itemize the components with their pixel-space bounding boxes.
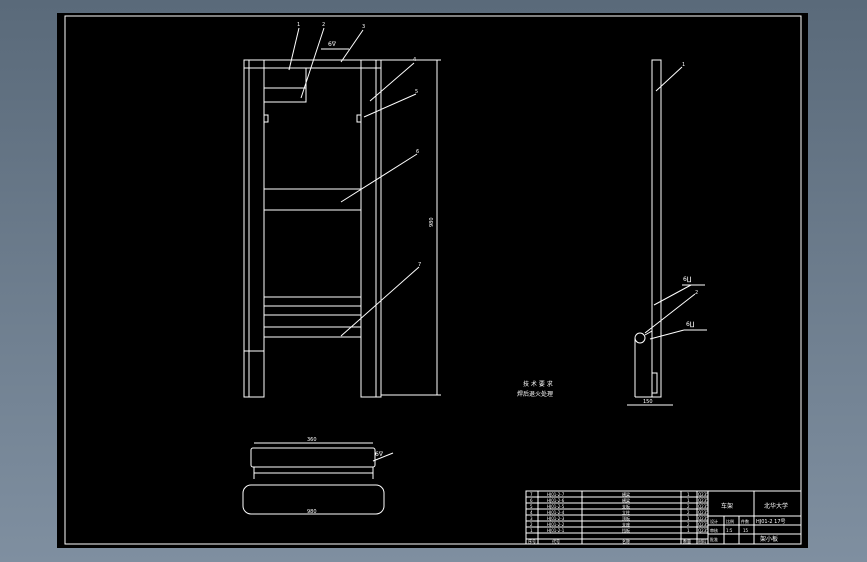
weld-symbol-side-upper: 6∐	[683, 276, 691, 283]
bom-row-mat: Q235	[698, 522, 709, 527]
svg-text:1: 1	[297, 22, 300, 28]
checker-label: 审核	[710, 527, 718, 533]
school-name: 北华大学	[764, 502, 788, 510]
bom-row-no: 2	[530, 522, 533, 527]
bom-row-name: 支板	[622, 503, 630, 509]
bom-header-no: 序号	[528, 538, 536, 544]
drawing-subtitle: 架小板	[760, 535, 778, 543]
bom-row-no: 5	[530, 504, 533, 509]
bom-row-name: 横梁	[622, 491, 630, 497]
bom-row-code: HJ01-2-3	[547, 516, 565, 521]
bom-row-qty: 1	[687, 492, 690, 497]
svg-text:6: 6	[416, 149, 419, 155]
bom-row-qty: 2	[687, 522, 690, 527]
svg-text:4: 4	[413, 57, 416, 63]
bom-row-qty: 1	[687, 528, 690, 533]
drawing-number: HJ01-2 17号	[756, 519, 786, 525]
side-view: 150 1 6∐ 2 6∐	[627, 59, 707, 406]
bom-table: 序号 代号 名称 数量 材料 7 HJ01-2-7 横梁 1 Q235 6 HJ…	[528, 491, 709, 544]
bom-row-qty: 2	[687, 504, 690, 509]
bottom-width-dim: 360	[307, 437, 317, 443]
drawing-sheet[interactable]: 980 1 2 3 6∇ 4 5 6 7	[57, 13, 808, 548]
drawing-frame	[64, 15, 802, 545]
svg-text:3: 3	[362, 24, 365, 30]
bom-row-code: HJ01-2-4	[547, 510, 565, 515]
front-cross-beam-mid	[263, 188, 362, 211]
bom-row-mat: Q235	[698, 498, 709, 503]
bom-row-no: 1	[530, 528, 533, 533]
bom-header-mat: 材料	[698, 538, 706, 544]
bom-row-qty: 1	[687, 516, 690, 521]
weld-symbol-bottom: 6∇	[375, 451, 384, 458]
bom-row-no: 6	[530, 498, 533, 503]
bom-row-code: HJ01-2-5	[547, 504, 565, 509]
svg-text:7: 7	[418, 262, 421, 268]
title-panel-text: 车架 北华大学 比例 件数 HJ01-2 17号 1:5 15 设计 审核 批准…	[710, 502, 788, 543]
svg-text:5: 5	[415, 89, 418, 95]
bom-row-no: 4	[530, 510, 533, 515]
side-post	[651, 59, 662, 398]
bom-row-code: HJ01-2-6	[547, 498, 565, 503]
bom-row-mat: Q235	[698, 504, 709, 509]
svg-text:2: 2	[695, 290, 698, 296]
front-left-post	[243, 59, 265, 398]
drawing-canvas: 980 1 2 3 6∇ 4 5 6 7	[64, 15, 802, 545]
scale-header: 比例	[726, 518, 734, 524]
bom-row-name: 顶板	[622, 515, 630, 521]
front-top-bracket	[263, 67, 307, 103]
bom-row-code: HJ01-2-2	[547, 522, 565, 527]
bom-row-no: 3	[530, 516, 533, 521]
weld-symbol-top: 6∇	[328, 41, 337, 48]
side-width-dim: 150	[643, 399, 653, 405]
front-view: 980 1 2 3 6∇ 4 5 6 7	[243, 22, 441, 398]
side-pivot	[634, 332, 646, 344]
svg-text:2: 2	[322, 22, 325, 28]
bom-row-name: 支座	[622, 521, 630, 527]
front-height-dim: 980	[429, 217, 435, 227]
svg-text:1: 1	[682, 62, 685, 68]
bom-header-qty: 数量	[683, 538, 691, 544]
bottom-label: 980	[307, 509, 317, 515]
bom-row-code: HJ01-2-7	[547, 492, 565, 497]
designer-label: 设计	[710, 518, 718, 524]
bom-row-name: 挡板	[622, 527, 630, 533]
weld-symbol-side-lower: 6∐	[686, 321, 694, 328]
bom-row-mat: Q235	[698, 492, 709, 497]
bom-row-code: HJ01-2-1	[547, 528, 565, 533]
bom-row-no: 7	[530, 492, 533, 497]
bom-row-name: 横梁	[622, 497, 630, 503]
bom-row-qty: 2	[687, 510, 690, 515]
scale-value: 1:5	[726, 528, 733, 533]
bom-row-mat: Q235	[698, 528, 709, 533]
bom-row-qty: 1	[687, 498, 690, 503]
drawing-name: 车架	[721, 502, 733, 510]
bottom-base	[242, 484, 385, 515]
bom-row-mat: Q235	[698, 516, 709, 521]
bottom-view: 360 6∇ 980	[242, 437, 394, 515]
count-header: 件数	[741, 518, 749, 524]
front-cross-beam-low	[263, 296, 362, 307]
notes-line1: 焊后退火处理	[517, 390, 553, 398]
front-top-plate	[243, 59, 382, 69]
approver-label: 批准	[710, 536, 718, 542]
title-block	[525, 490, 802, 545]
bom-header-name: 名称	[622, 538, 630, 544]
notes-title: 技 术 要 求	[523, 380, 553, 388]
technical-notes: 技 术 要 求 焊后退火处理	[517, 380, 553, 398]
count-value: 15	[743, 528, 749, 533]
bom-header-code: 代号	[552, 538, 560, 544]
bottom-top-plate	[250, 447, 376, 468]
bom-row-mat: Q235	[698, 510, 709, 515]
bom-row-name: 立柱	[622, 509, 630, 515]
